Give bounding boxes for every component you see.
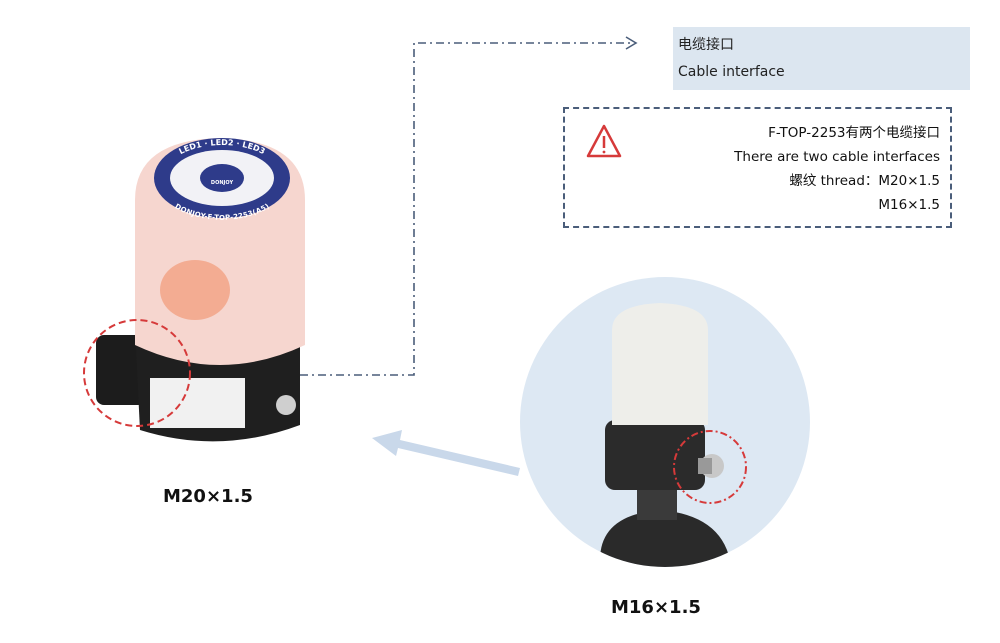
m16-highlight-circle [673, 430, 747, 504]
note-line-4: M16×1.5 [878, 197, 940, 213]
note-box: F-TOP-2253有两个电缆接口 There are two cable in… [563, 107, 952, 228]
leader-line [300, 42, 632, 376]
label-cn: 电缆接口 [678, 37, 734, 53]
note-line-1: F-TOP-2253有两个电缆接口 [768, 125, 940, 141]
product-m20: LED1 · LED2 · LED3 DONJOY-F-TOP-2253(A5)… [83, 138, 305, 442]
label-en: Cable interface [678, 64, 785, 80]
caption-m20: M20×1.5 [163, 486, 253, 507]
logo-brand-text: DONJOY [211, 180, 234, 186]
arrow-head-icon [625, 36, 638, 50]
m20-highlight-circle [83, 319, 191, 427]
caption-m16: M16×1.5 [611, 597, 701, 618]
note-line-2: There are two cable interfaces [734, 149, 940, 165]
note-line-3: 螺纹 thread：M20×1.5 [789, 173, 940, 189]
warning-triangle-icon [586, 124, 622, 158]
cable-interface-label: 电缆接口 Cable interface [673, 27, 970, 90]
product-m16 [520, 277, 810, 567]
big-arrow-icon [372, 430, 520, 476]
